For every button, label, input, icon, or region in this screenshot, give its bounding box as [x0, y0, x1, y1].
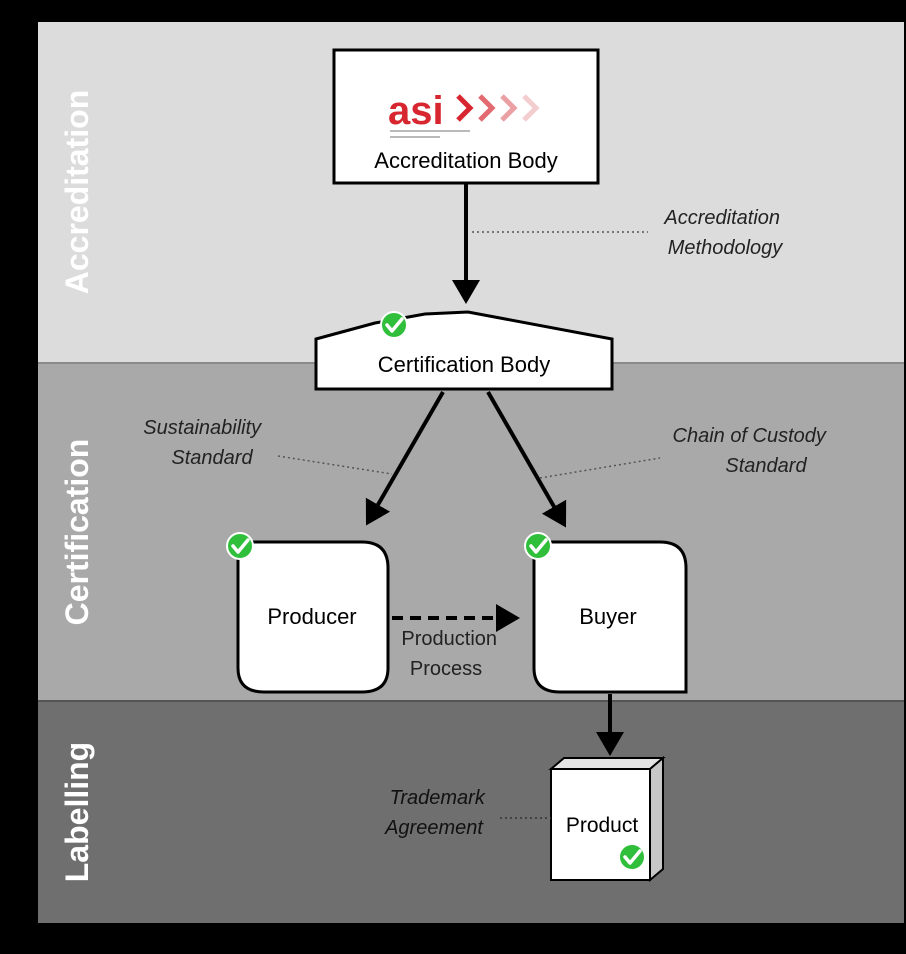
annotation-accreditation-methodology: Accreditation Methodology: [663, 207, 785, 259]
asi-logo-subtext: [390, 130, 470, 138]
band-label-labelling: Labelling: [59, 742, 95, 882]
check-badge-icon: [524, 532, 552, 560]
buyer-label: Buyer: [579, 604, 636, 629]
check-badge-icon: [226, 532, 254, 560]
certification-body-node: Certification Body: [314, 310, 614, 391]
producer-node: Producer: [226, 532, 390, 694]
product-node: Product: [548, 755, 666, 883]
product-label: Product: [566, 814, 639, 837]
buyer-node: Buyer: [524, 532, 688, 694]
annotation-leader: [277, 455, 393, 475]
asi-logo-text: asi: [388, 89, 444, 133]
band-labelling: [38, 701, 904, 923]
annotation-chain-of-custody-standard: Chain of Custody Standard: [673, 425, 832, 477]
arrow-certification-to-producer: [365, 391, 445, 526]
annotation-production-process: Production Process: [401, 628, 502, 680]
asi-logo-chevrons-icon: [456, 94, 540, 122]
band-certification: [38, 363, 904, 701]
accreditation-body-label: Accreditation Body: [374, 148, 557, 173]
check-badge-icon: [618, 843, 646, 871]
annotation-leader: [539, 457, 661, 479]
arrow-certification-to-buyer: [486, 391, 567, 528]
producer-label: Producer: [267, 604, 356, 629]
check-badge-icon: [380, 311, 408, 339]
certification-body-label: Certification Body: [378, 352, 550, 377]
annotation-trademark-agreement: Trademark Agreement: [384, 787, 490, 839]
annotation-sustainability-standard: Sustainability Standard: [143, 417, 266, 469]
accreditation-body-node: asi Accreditation Body: [332, 48, 600, 185]
band-label-accreditation: Accreditation: [59, 90, 95, 294]
band-label-certification: Certification: [59, 439, 95, 626]
